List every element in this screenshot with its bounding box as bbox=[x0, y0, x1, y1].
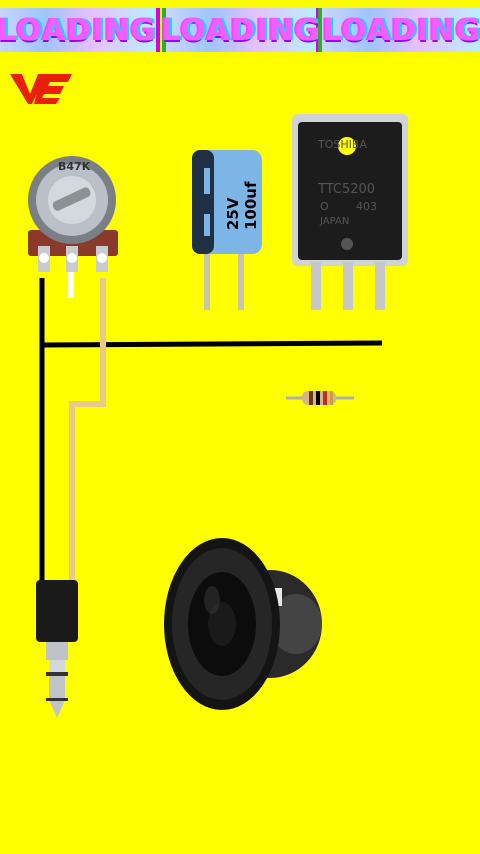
transistor-code-left: O bbox=[320, 200, 329, 213]
channel-logo bbox=[10, 72, 74, 110]
ve-logo-icon bbox=[10, 74, 72, 104]
horizontal-black-wire bbox=[43, 340, 383, 348]
capacitor-label: 25V 100uf bbox=[224, 181, 260, 230]
capacitor bbox=[192, 150, 262, 310]
resistor bbox=[286, 391, 354, 405]
audio-jack bbox=[36, 580, 78, 718]
loading-banner: LOADING LOADING LOADING bbox=[0, 0, 480, 58]
pot-label: B47K bbox=[58, 160, 91, 173]
tan-wire bbox=[69, 278, 106, 590]
potentiometer bbox=[28, 156, 118, 298]
transistor bbox=[292, 114, 408, 310]
transistor-brand: TOSHIBA bbox=[318, 138, 367, 151]
transistor-code-right: 403 bbox=[356, 200, 377, 213]
loading-text-1: LOADING bbox=[0, 8, 160, 52]
transistor-model: TTC5200 bbox=[318, 182, 376, 197]
transistor-origin: JAPAN bbox=[320, 216, 350, 227]
speaker bbox=[164, 538, 322, 710]
loading-text-3: LOADING bbox=[318, 8, 480, 52]
